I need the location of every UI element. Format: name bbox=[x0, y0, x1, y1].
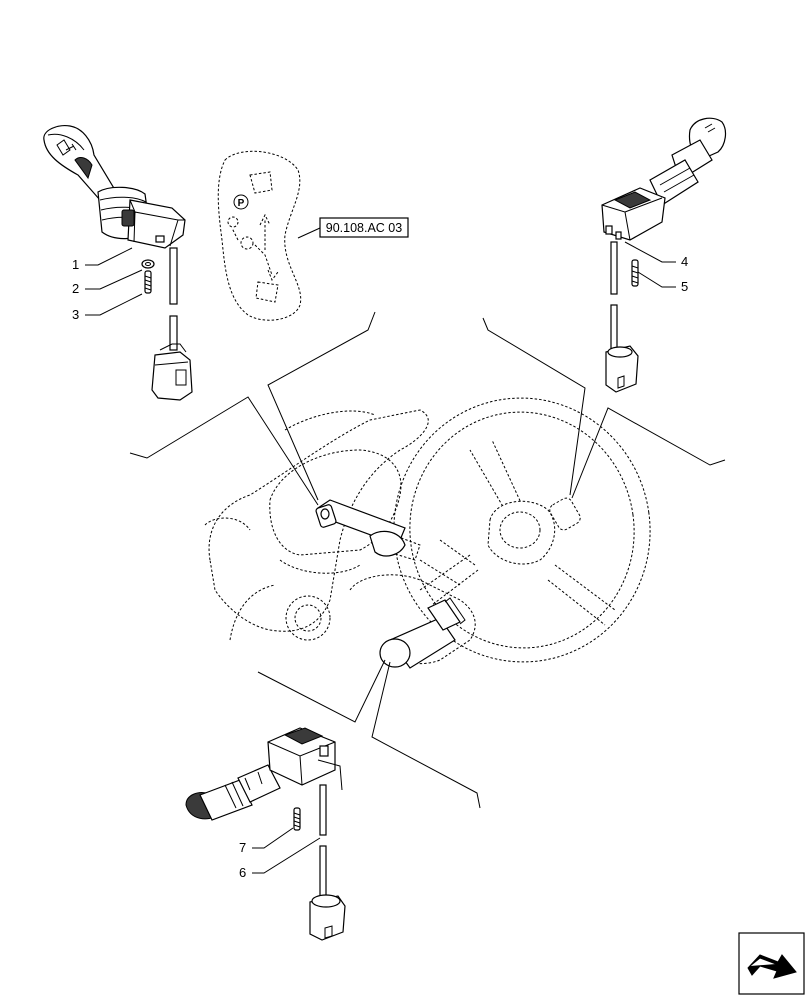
gear-pattern-plate: P bbox=[217, 150, 321, 321]
part-5-screw bbox=[631, 259, 639, 287]
callout-2[interactable]: 2 bbox=[72, 281, 79, 296]
callout-4[interactable]: 4 bbox=[681, 254, 688, 269]
next-page-arrow-icon[interactable] bbox=[738, 932, 805, 995]
callout-3[interactable]: 3 bbox=[72, 307, 79, 322]
callout-labels: 1 2 3 4 5 6 7 bbox=[72, 254, 688, 880]
part-3-screw bbox=[144, 270, 152, 294]
part-7-screw bbox=[293, 807, 301, 831]
callout-1[interactable]: 1 bbox=[72, 257, 79, 272]
reference-label[interactable]: 90.108.AC 03 bbox=[326, 221, 402, 235]
part-1-gear-selector-lever bbox=[43, 125, 193, 401]
callout-5[interactable]: 5 bbox=[681, 279, 688, 294]
bottom-lever-stub bbox=[379, 597, 466, 669]
left-lever-stub bbox=[315, 499, 406, 557]
dashboard-steering-assembly bbox=[204, 397, 651, 665]
reference-callout[interactable]: 90.108.AC 03 bbox=[319, 217, 409, 238]
callout-leaders bbox=[85, 241, 676, 874]
part-2-washer bbox=[141, 259, 155, 269]
callout-7[interactable]: 7 bbox=[239, 840, 246, 855]
detail-leader-lines bbox=[129, 311, 726, 809]
callout-6[interactable]: 6 bbox=[239, 865, 246, 880]
part-4-right-switch-lever bbox=[601, 117, 727, 393]
part-6-wiper-lever bbox=[185, 727, 346, 941]
park-badge-icon: P bbox=[238, 198, 245, 209]
